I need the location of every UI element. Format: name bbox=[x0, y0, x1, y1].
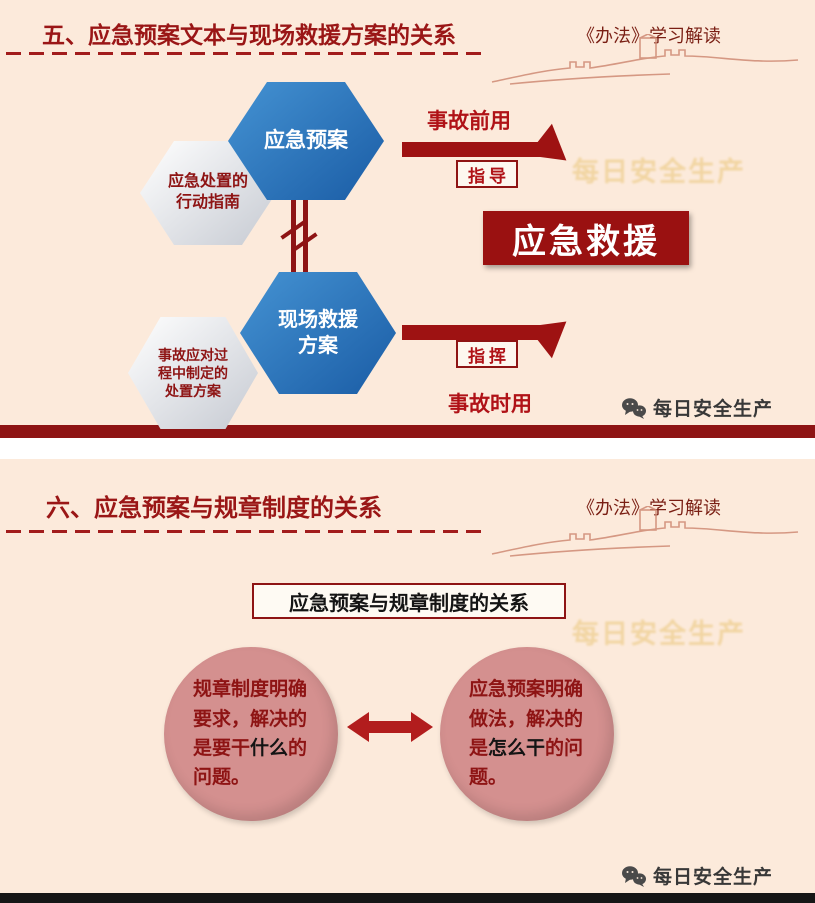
great-wall-art bbox=[491, 506, 799, 557]
hexagon-site-rescue-plan: 现场救援 方案 bbox=[240, 272, 396, 394]
rules-circle-emphasis: 什么 bbox=[250, 738, 289, 759]
double-arrow bbox=[347, 712, 433, 742]
slide2-title-underline bbox=[6, 530, 484, 533]
command-tag: 指挥 bbox=[456, 340, 518, 368]
slide2-title: 六、应急预案与规章制度的关系 bbox=[46, 495, 382, 522]
plan-note-line2: 行动指南 bbox=[175, 194, 240, 211]
slide2-badge: 《办法》学习解读 bbox=[577, 498, 721, 518]
top-arrow-shaft bbox=[402, 142, 542, 157]
rules-circle-text: 规章制度明确要求，解决的是要干 bbox=[193, 679, 308, 759]
wechat-account-name: 每日安全生产 bbox=[653, 867, 774, 888]
site-rescue-line1: 现场救援 bbox=[278, 309, 358, 331]
link-bar bbox=[291, 200, 296, 274]
link-bar bbox=[303, 200, 308, 274]
great-wall-art bbox=[491, 34, 799, 85]
slide1-badge: 《办法》学习解读 bbox=[577, 26, 721, 46]
label-before-accident: 事故前用 bbox=[427, 110, 511, 133]
slide1-footer-bar bbox=[0, 425, 815, 438]
rescue-note-line3: 处置方案 bbox=[165, 383, 221, 400]
plan-circle-text: 应急预案明确做法，解决的是 bbox=[469, 679, 584, 759]
bottom-arrow-shaft bbox=[402, 325, 542, 340]
double-arrow-left-head bbox=[347, 712, 369, 742]
wechat-account: 每日安全生产 bbox=[621, 862, 773, 889]
rescue-note-line2: 程中制定的 bbox=[158, 364, 228, 381]
wechat-account-name: 每日安全生产 bbox=[653, 399, 774, 420]
double-arrow-right-head bbox=[411, 712, 433, 742]
emergency-rescue-box: 应急救援 bbox=[483, 211, 689, 265]
rescue-note-line1: 事故应对过 bbox=[158, 346, 228, 363]
plan-circle: 应急预案明确做法，解决的是怎么干的问题。 bbox=[440, 647, 614, 821]
slide1-title: 五、应急预案文本与现场救援方案的关系 bbox=[42, 22, 456, 48]
rules-circle: 规章制度明确要求，解决的是要干什么的问题。 bbox=[164, 647, 338, 821]
plan-note-line1: 应急处置的 bbox=[167, 173, 248, 191]
watermark: 每日安全生产 bbox=[572, 157, 746, 187]
wechat-icon bbox=[622, 397, 646, 419]
link-symbol bbox=[280, 200, 318, 274]
plan-circle-emphasis: 怎么干 bbox=[488, 738, 546, 759]
hexagon-emergency-plan-label: 应急预案 bbox=[264, 129, 348, 153]
guide-tag: 指导 bbox=[456, 160, 518, 188]
rules-circle-text-end: 的问题。 bbox=[193, 738, 308, 789]
watermark: 每日安全生产 bbox=[572, 619, 746, 649]
slide1-title-underline bbox=[6, 52, 484, 55]
label-during-accident: 事故时用 bbox=[448, 393, 532, 416]
wechat-icon bbox=[622, 865, 646, 887]
site-rescue-line2: 方案 bbox=[298, 335, 338, 357]
double-arrow-bar bbox=[365, 721, 415, 733]
wechat-account: 每日安全生产 bbox=[621, 394, 773, 421]
page-bottom-bar bbox=[0, 893, 815, 903]
plan-circle-text-end: 的问题。 bbox=[469, 738, 584, 789]
relationship-box-title: 应急预案与规章制度的关系 bbox=[252, 583, 566, 619]
